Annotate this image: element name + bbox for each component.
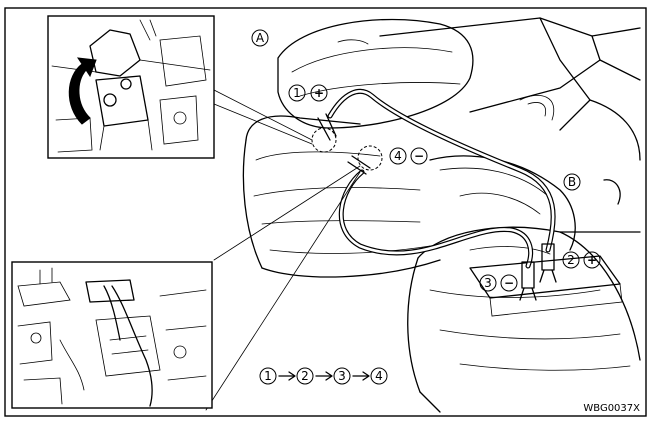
jumper-cables [317,89,557,301]
svg-text:−: − [504,276,514,290]
arrow-right-icon [352,371,370,381]
vehicle-a-drawing [242,17,641,278]
svg-text:4: 4 [375,369,383,383]
svg-text:1: 1 [264,369,272,383]
svg-text:B: B [568,175,576,189]
svg-text:+: + [314,86,324,100]
inset-ground-point [11,261,213,409]
svg-text:−: − [414,149,424,163]
svg-text:4: 4 [394,149,402,163]
connection-order-sequence: 1 2 3 4 [259,367,388,385]
figure-code: WBG0037X [583,403,640,414]
arrow-right-icon [315,371,333,381]
arrow-right-icon [278,371,296,381]
clamp-detail-circle-1 [311,127,337,153]
svg-text:3: 3 [484,276,492,290]
step-4-negative-label: 4 − [389,147,428,165]
step-1-positive-label: 1 + [288,84,328,102]
clamp-detail-circle-4 [357,145,383,171]
svg-text:1: 1 [293,86,301,100]
vehicle-b-drawing [407,179,641,413]
svg-text:2: 2 [301,369,309,383]
leader-line-top-inset [213,89,313,145]
inset-positive-terminal [47,15,215,159]
svg-text:+: + [587,253,597,267]
svg-text:3: 3 [338,369,346,383]
step-3-negative-label: 3 − [479,274,518,292]
step-2-positive-label: 2 + [562,251,601,269]
svg-text:2: 2 [567,253,575,267]
figure-frame [4,7,647,417]
svg-text:A: A [256,31,265,45]
callout-a: A [251,29,269,47]
leader-line-bottom-inset [205,165,361,411]
callout-b: B [563,173,581,191]
